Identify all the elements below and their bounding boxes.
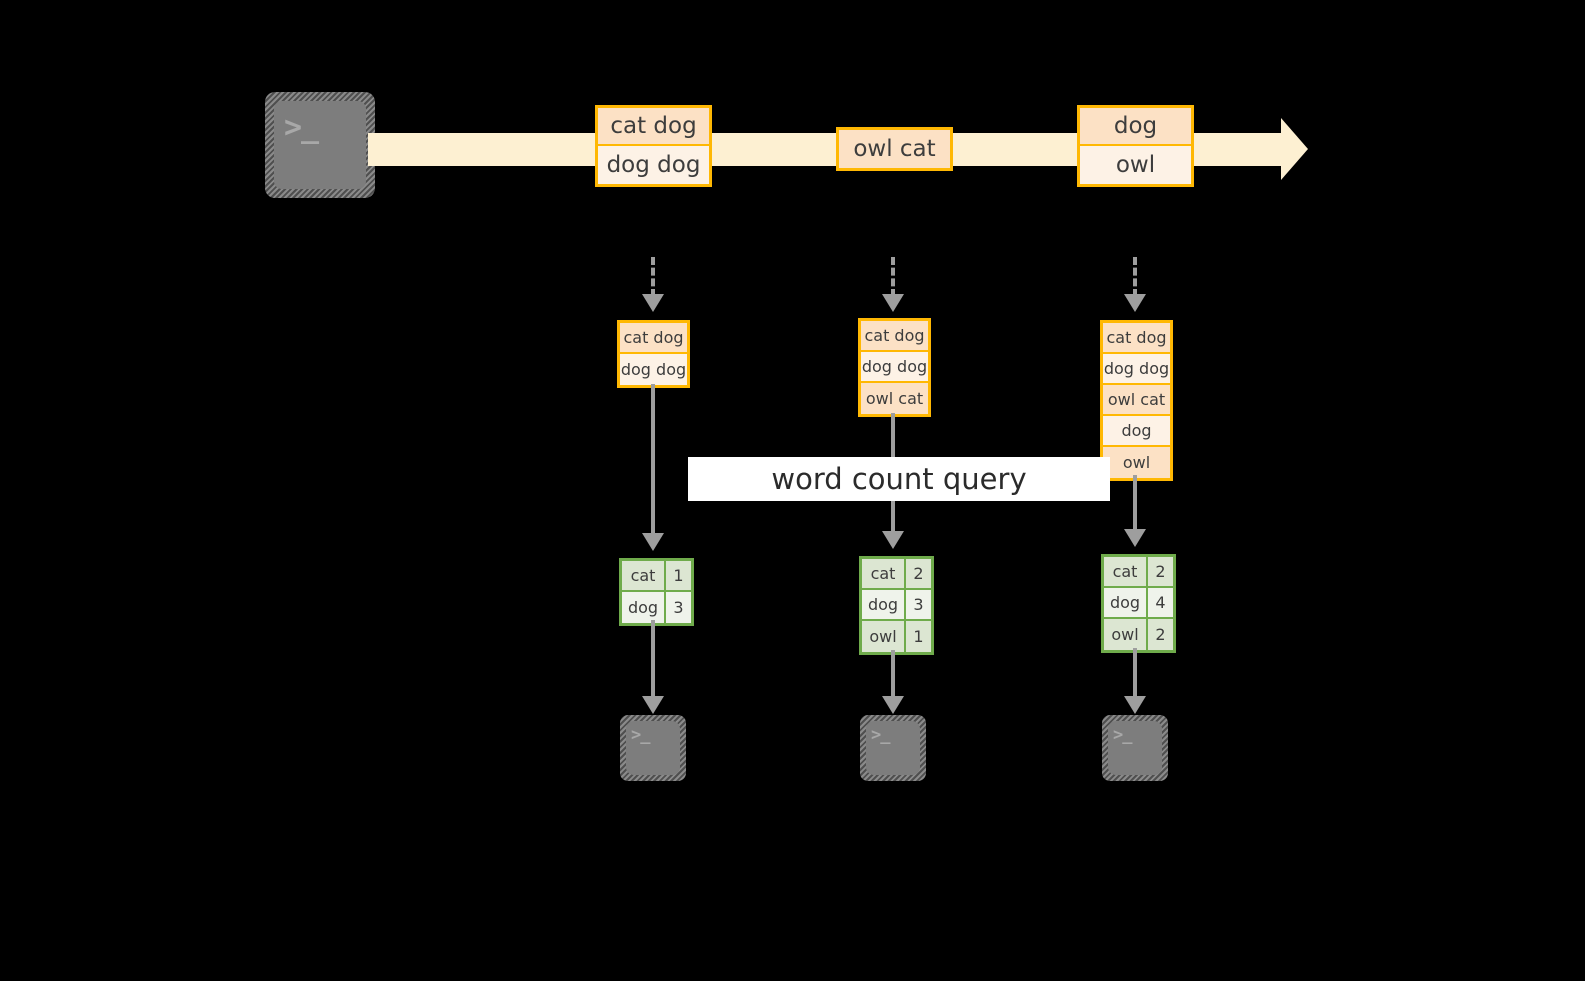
buffer-row: owl — [1103, 447, 1170, 478]
buffer-stack-2: cat dog dog dog owl cat — [858, 318, 931, 417]
terminal-screen: >_ — [866, 721, 920, 775]
buffer-row: cat dog — [1103, 323, 1170, 354]
result-word: dog — [862, 590, 906, 619]
result-to-sink-connector-1 — [651, 620, 655, 698]
result-table-2: cat 2 dog 3 owl 1 — [859, 556, 934, 655]
terminal-screen: >_ — [1108, 721, 1162, 775]
buffer-row: dog dog — [861, 352, 928, 383]
table-row: dog 3 — [622, 592, 691, 623]
buffer-row: cat dog — [861, 321, 928, 352]
table-row: cat 2 — [1104, 557, 1173, 588]
table-row: dog 4 — [1104, 588, 1173, 619]
result-count: 3 — [666, 592, 691, 623]
result-count: 1 — [666, 561, 691, 590]
terminal-prompt-glyph: >_ — [871, 725, 891, 745]
table-row: cat 2 — [862, 559, 931, 590]
result-word: owl — [862, 621, 906, 652]
result-to-sink-connector-3 — [1133, 648, 1137, 698]
result-word: dog — [622, 592, 666, 623]
result-word: cat — [1104, 557, 1148, 586]
result-word: dog — [1104, 588, 1148, 617]
result-word: cat — [622, 561, 666, 590]
result-to-sink-arrowhead-2 — [882, 696, 904, 714]
result-to-sink-connector-2 — [891, 650, 895, 698]
sink-terminal-icon-1: >_ — [620, 715, 686, 781]
source-terminal-icon: >_ — [265, 92, 375, 198]
result-to-sink-arrowhead-1 — [642, 696, 664, 714]
result-word: cat — [862, 559, 906, 588]
record-line: owl — [1080, 146, 1191, 184]
buffer-row: dog — [1103, 416, 1170, 447]
buffer-row: cat dog — [620, 323, 687, 354]
stream-record-3: dog owl — [1077, 105, 1194, 187]
buffer-stack-1: cat dog dog dog — [617, 320, 690, 388]
stream-to-buffer-connector-1 — [651, 257, 655, 297]
buffer-row: dog dog — [1103, 354, 1170, 385]
result-to-sink-arrowhead-3 — [1124, 696, 1146, 714]
buffer-row: owl cat — [1103, 385, 1170, 416]
buffer-stack-3: cat dog dog dog owl cat dog owl — [1100, 320, 1173, 481]
table-row: owl 1 — [862, 621, 931, 652]
stream-record-2: owl cat — [836, 127, 953, 171]
terminal-screen: >_ — [626, 721, 680, 775]
buffer-to-result-connector-1 — [651, 384, 655, 536]
table-row: cat 1 — [622, 561, 691, 592]
table-row: owl 2 — [1104, 619, 1173, 650]
result-table-1: cat 1 dog 3 — [619, 558, 694, 626]
query-label: word count query — [688, 457, 1110, 501]
terminal-screen: >_ — [274, 101, 366, 189]
result-count: 2 — [1148, 619, 1173, 650]
buffer-row: owl cat — [861, 383, 928, 414]
record-line: dog dog — [598, 146, 709, 184]
stream-to-buffer-arrowhead-1 — [642, 294, 664, 312]
record-line: owl cat — [839, 130, 950, 168]
sink-terminal-icon-3: >_ — [1102, 715, 1168, 781]
record-line: dog — [1080, 108, 1191, 146]
result-count: 1 — [906, 621, 931, 652]
stream-to-buffer-connector-2 — [891, 257, 895, 297]
sink-terminal-icon-2: >_ — [860, 715, 926, 781]
result-count: 3 — [906, 590, 931, 619]
terminal-prompt-glyph: >_ — [284, 110, 319, 145]
buffer-row: dog dog — [620, 354, 687, 385]
result-table-3: cat 2 dog 4 owl 2 — [1101, 554, 1176, 653]
buffer-to-result-arrowhead-3 — [1124, 529, 1146, 547]
buffer-to-result-arrowhead-2 — [882, 531, 904, 549]
stream-to-buffer-arrowhead-3 — [1124, 294, 1146, 312]
result-count: 2 — [1148, 557, 1173, 586]
stream-record-1: cat dog dog dog — [595, 105, 712, 187]
stream-arrow-head-icon — [1281, 118, 1308, 180]
record-line: cat dog — [598, 108, 709, 146]
stream-to-buffer-connector-3 — [1133, 257, 1137, 297]
result-count: 2 — [906, 559, 931, 588]
terminal-prompt-glyph: >_ — [631, 725, 651, 745]
terminal-prompt-glyph: >_ — [1113, 725, 1133, 745]
result-count: 4 — [1148, 588, 1173, 617]
stream-to-buffer-arrowhead-2 — [882, 294, 904, 312]
table-row: dog 3 — [862, 590, 931, 621]
buffer-to-result-connector-3 — [1133, 475, 1137, 533]
result-word: owl — [1104, 619, 1148, 650]
buffer-to-result-arrowhead-1 — [642, 533, 664, 551]
